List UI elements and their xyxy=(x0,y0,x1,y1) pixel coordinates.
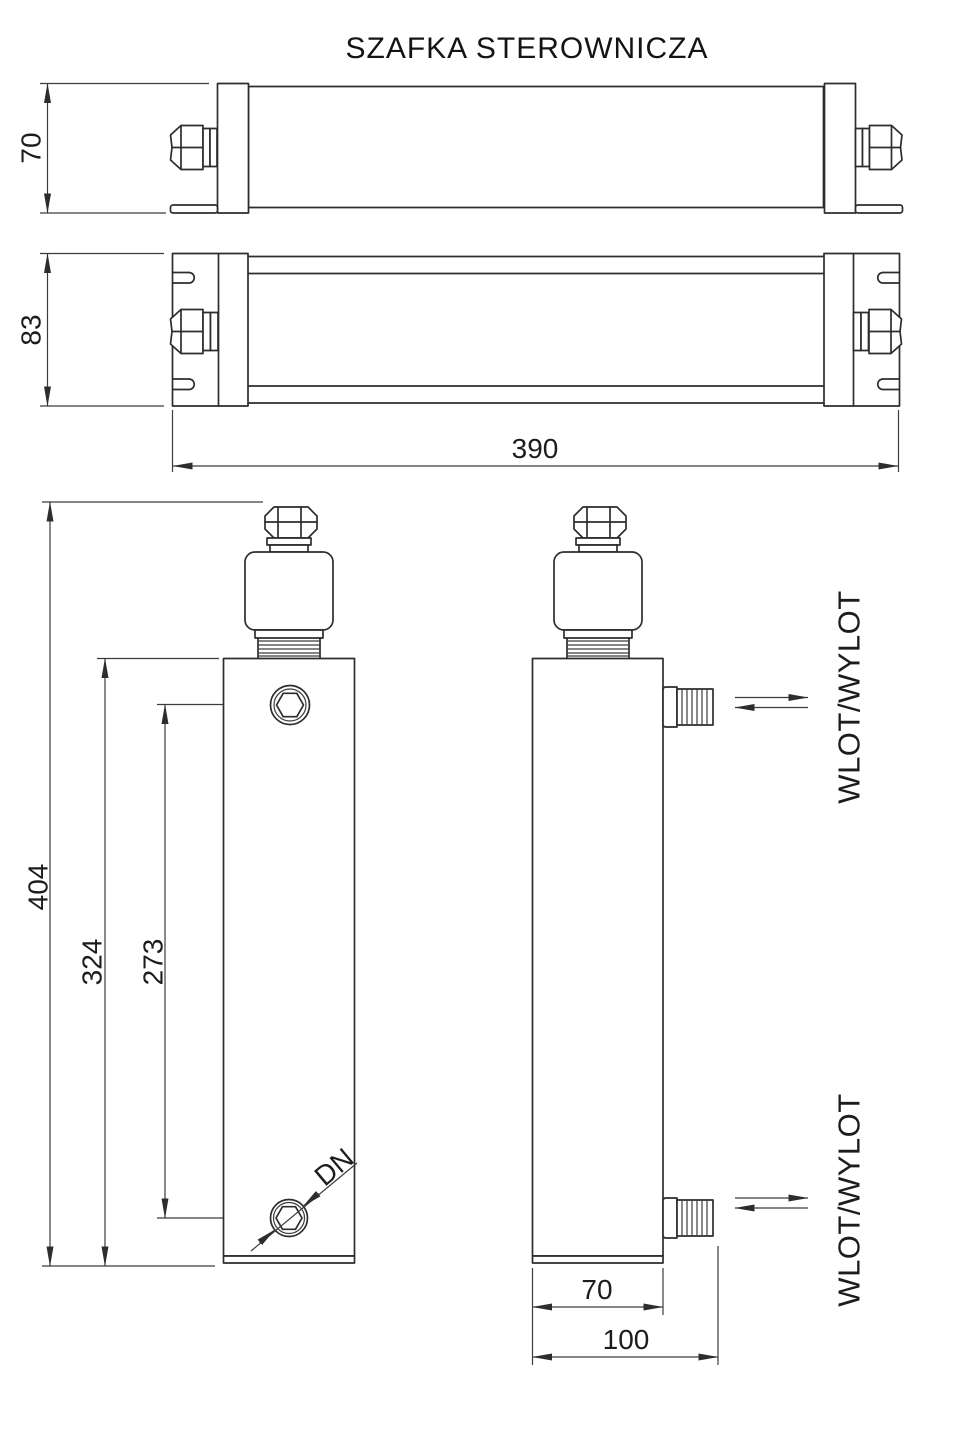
drawing-title: SZAFKA STEROWNICZA xyxy=(345,32,708,65)
flow-label-top: WLOT/WYLOT xyxy=(832,590,867,803)
dim-text-70-side: 70 xyxy=(581,1274,612,1305)
upper-port-front xyxy=(269,684,311,726)
front-view: 83 xyxy=(16,252,903,472)
top-cable-gland xyxy=(244,506,334,659)
cabinet-body-front xyxy=(247,255,825,404)
dim-273: 273 xyxy=(138,703,282,1219)
lower-flow-arrows xyxy=(734,1194,809,1212)
dim-390: 390 xyxy=(171,410,900,472)
left-cable-gland-front xyxy=(169,308,219,355)
unit-body-side xyxy=(531,657,664,1264)
flow-label-bottom: WLOT/WYLOT xyxy=(832,1093,867,1306)
dim-70-top-view: 70 xyxy=(16,82,209,214)
dim-70-side: 70 xyxy=(531,1268,664,1365)
unit-front-view: 404 324 273 xyxy=(23,501,359,1267)
lower-port-front xyxy=(269,1198,309,1238)
lower-threaded-port xyxy=(662,1197,714,1239)
right-cable-gland-front xyxy=(852,308,903,355)
dim-text-83: 83 xyxy=(16,314,47,345)
right-cable-gland-top xyxy=(854,124,903,171)
top-cable-gland-side xyxy=(553,506,643,659)
cabinet-body-top xyxy=(247,85,825,209)
dim-text-324: 324 xyxy=(77,939,108,986)
dim-100: 100 xyxy=(532,1246,719,1365)
upper-threaded-port xyxy=(662,686,714,728)
dim-text-404: 404 xyxy=(23,864,54,911)
dim-83-front-view: 83 xyxy=(16,252,164,407)
unit-body-front xyxy=(222,657,356,1264)
dim-404: 404 xyxy=(23,501,263,1267)
dim-text-70: 70 xyxy=(16,132,47,163)
upper-flow-arrows xyxy=(734,694,809,711)
unit-side-view: WLOT/WYLOT WLOT/WYLOT 70 xyxy=(531,506,867,1365)
right-bracket-top xyxy=(823,82,904,214)
left-cable-gland-top xyxy=(169,124,218,171)
dim-text-100: 100 xyxy=(603,1324,650,1355)
dim-text-273: 273 xyxy=(138,939,169,986)
dim-text-390: 390 xyxy=(512,433,559,464)
left-bracket-top xyxy=(169,82,250,214)
top-view: 70 xyxy=(16,82,904,214)
dim-324: 324 xyxy=(77,657,219,1267)
